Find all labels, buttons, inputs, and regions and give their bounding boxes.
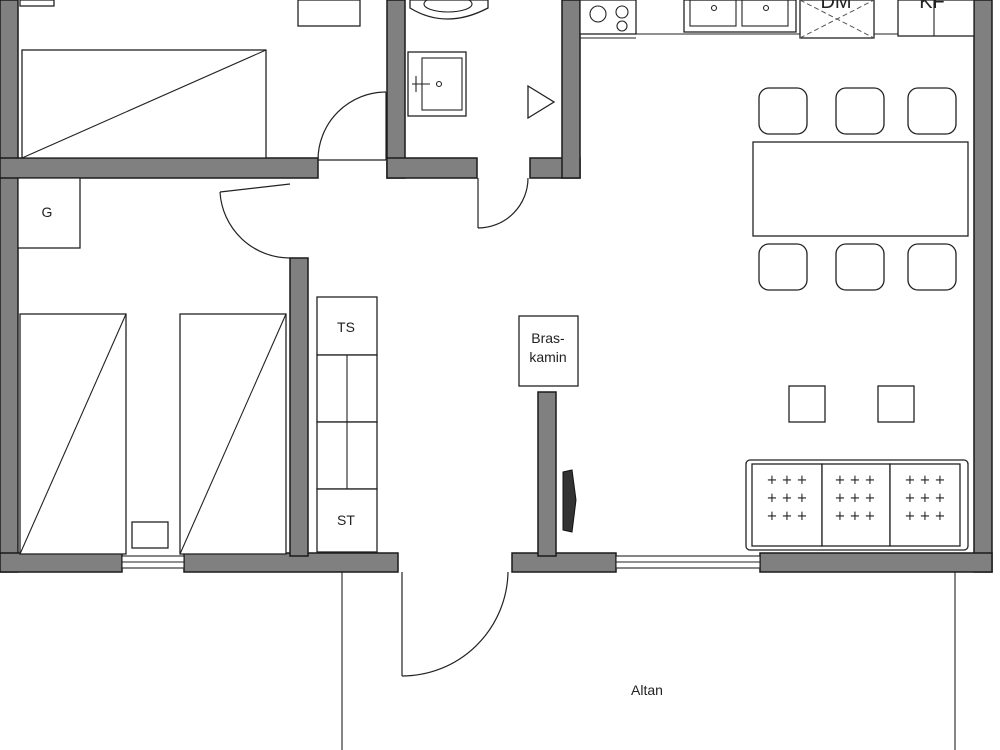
kitchen: DM KF [579,0,975,39]
svg-text:Bras-: Bras- [531,330,565,346]
svg-text:+: + [797,473,808,488]
svg-text:+: + [797,509,808,524]
windows [121,555,761,569]
stove-icon [579,0,637,35]
svg-text:+: + [935,509,946,524]
wardrobe-label: G [42,204,53,220]
side-table-left [788,385,826,423]
living-area: + + + + + + + + + + + + + + + + + + + + + + + + + + + [562,385,969,551]
svg-text:+: + [905,509,916,524]
svg-text:+: + [935,491,946,506]
svg-text:+: + [920,509,931,524]
svg-text:+: + [767,491,778,506]
svg-text:+: + [865,473,876,488]
svg-text:+: + [850,473,861,488]
svg-text:+: + [767,473,778,488]
wardrobe-g [17,177,81,249]
svg-text:+: + [782,509,793,524]
storage-cabinet [316,488,378,553]
fridge-label: KF [919,0,945,13]
svg-text:+: + [782,491,793,506]
svg-text:+: + [850,491,861,506]
dining-table [752,141,969,237]
hall-storage: TS ST [316,296,378,553]
svg-text:+: + [865,491,876,506]
walls [0,0,993,573]
svg-text:+: + [920,491,931,506]
fireplace: Bras- kamin [518,315,579,387]
svg-text:+: + [850,509,861,524]
svg-text:+: + [767,509,778,524]
svg-text:+: + [920,473,931,488]
svg-text:+: + [797,491,808,506]
side-table-right [877,385,915,423]
dishwasher-label: DM [820,0,851,13]
nightstand [131,521,169,549]
svg-text:+: + [835,509,846,524]
upper-bedroom [19,0,361,159]
drying-cabinet [316,296,378,356]
svg-text:+: + [905,491,916,506]
shower-icon [527,84,556,120]
svg-text:kamin: kamin [529,349,566,365]
svg-text:ST: ST [337,512,355,528]
sofa: + + + + + + + + + + + + + + + + + + + + + + + + + + + [745,459,969,551]
svg-text:+: + [835,491,846,506]
bathroom [407,0,556,120]
tv-icon [562,469,577,533]
svg-text:TS: TS [337,319,355,335]
dining-set [752,87,969,291]
sink-double-icon [683,0,797,33]
toilet-icon [409,0,489,20]
lower-bedroom: G [17,177,287,555]
svg-text:+: + [835,473,846,488]
doors [219,91,529,677]
svg-text:+: + [865,509,876,524]
svg-text:+: + [782,473,793,488]
svg-text:+: + [935,473,946,488]
balcony [341,572,956,750]
svg-text:+: + [905,473,916,488]
fridge [897,0,975,37]
balcony-label: Altan [631,682,663,698]
